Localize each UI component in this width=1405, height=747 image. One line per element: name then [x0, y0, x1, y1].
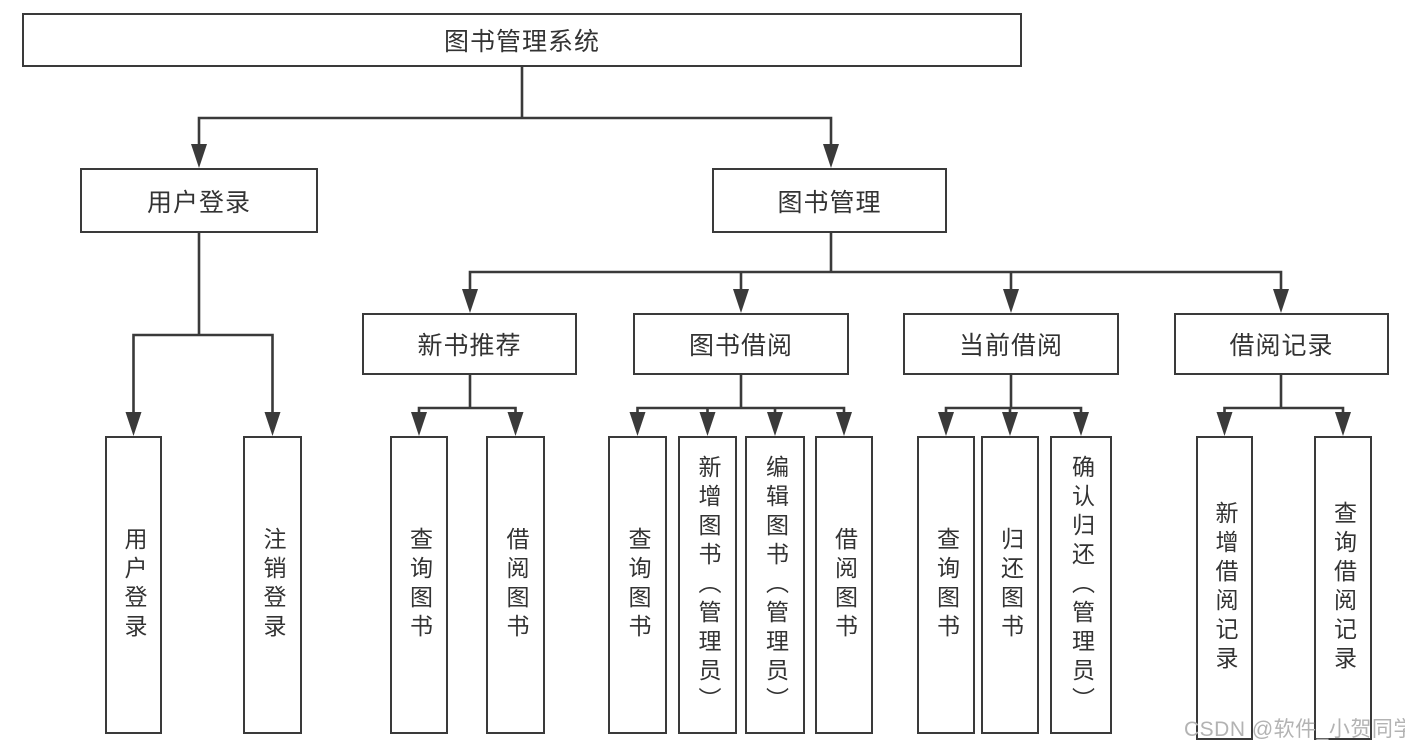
arrowheads	[125, 144, 1351, 436]
node-user-login-label: 用户登录	[146, 188, 251, 217]
connector-borrowrecords-to-leaves	[1223, 373, 1345, 420]
connector-currentborrow-to-leaves	[944, 373, 1083, 420]
leaf-edit-book-admin: 编辑图书（管理员）	[745, 436, 805, 734]
leaf-user-login-label: 用户登录	[121, 527, 147, 643]
leaf-borrow-books-label: 借阅图书	[831, 527, 858, 643]
node-root: 图书管理系统	[22, 13, 1022, 67]
leaf-borrow-books-recommend-label: 借阅图书	[503, 527, 529, 643]
leaf-return-book-label: 归还图书	[997, 527, 1024, 643]
node-current-borrow-label: 当前借阅	[958, 332, 1063, 360]
node-borrow-records-label: 借阅记录	[1229, 332, 1334, 360]
node-book-management-label: 图书管理	[777, 188, 882, 217]
connector-newbook-to-leaves	[417, 373, 517, 420]
connector-bookmgmt-to-level3	[468, 231, 1283, 297]
node-current-borrow: 当前借阅	[903, 313, 1119, 375]
leaf-logout-label: 注销登录	[260, 527, 286, 643]
leaf-borrow-books-recommend: 借阅图书	[486, 436, 545, 734]
leaf-confirm-return-admin-label: 确认归还（管理员）	[1068, 454, 1095, 716]
leaf-query-borrow-record: 查询借阅记录	[1314, 436, 1372, 740]
leaf-query-books-recommend: 查询图书	[390, 436, 448, 734]
node-user-login: 用户登录	[80, 168, 318, 233]
leaf-add-borrow-record-label: 新增借阅记录	[1212, 501, 1238, 675]
leaf-query-books-current-label: 查询图书	[933, 527, 960, 643]
node-new-book-recommend-label: 新书推荐	[417, 332, 522, 360]
leaf-return-book: 归还图书	[981, 436, 1039, 734]
csdn-watermark: CSDN @软件_小贺同学	[1184, 718, 1405, 741]
leaf-confirm-return-admin: 确认归还（管理员）	[1050, 436, 1112, 734]
node-new-book-recommend: 新书推荐	[362, 313, 577, 375]
leaf-add-book-admin: 新增图书（管理员）	[678, 436, 737, 734]
leaf-edit-book-admin-label: 编辑图书（管理员）	[762, 454, 789, 716]
node-book-borrow: 图书借阅	[633, 313, 849, 375]
leaf-add-borrow-record: 新增借阅记录	[1196, 436, 1253, 740]
connector-userlogin-to-leaves	[132, 231, 274, 420]
leaf-borrow-books: 借阅图书	[815, 436, 873, 734]
node-root-label: 图书管理系统	[443, 28, 600, 56]
leaf-query-books-current: 查询图书	[917, 436, 975, 734]
leaf-logout: 注销登录	[243, 436, 302, 734]
leaf-query-books-recommend-label: 查询图书	[406, 527, 433, 643]
leaf-query-books-borrow-label: 查询图书	[625, 527, 651, 643]
leaf-add-book-admin-label: 新增图书（管理员）	[695, 454, 721, 716]
leaf-query-borrow-record-label: 查询借阅记录	[1330, 501, 1357, 675]
connector-root-to-level2	[197, 65, 833, 152]
node-book-management: 图书管理	[712, 168, 947, 233]
node-borrow-records: 借阅记录	[1174, 313, 1389, 375]
leaf-user-login: 用户登录	[105, 436, 162, 734]
leaf-query-books-borrow: 查询图书	[608, 436, 667, 734]
connector-bookborrow-to-leaves	[636, 373, 846, 420]
node-book-borrow-label: 图书借阅	[688, 332, 793, 360]
